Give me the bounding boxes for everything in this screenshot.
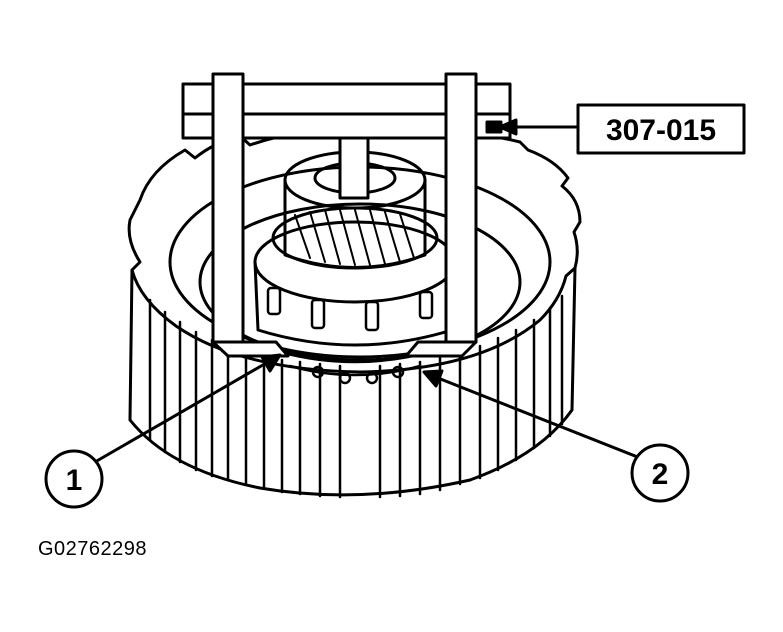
tool-left-leg [211,72,245,344]
tool-left-foot [211,340,290,358]
tool-center-shaft [338,136,370,200]
callout-1-number: 1 [66,464,83,497]
special-tool [181,72,512,358]
callout-2-number: 2 [652,458,669,491]
tool-label-box [576,103,746,155]
callout-2-arrowhead [422,369,444,388]
tool-label: 307-015 [606,114,716,147]
callout-2-circle [630,443,690,503]
drum-left-wall [128,268,262,490]
drum-assembly [127,124,582,499]
callout-1-circle [44,449,104,509]
tool-leader-arrowhead [498,118,518,136]
figure-id: G02762298 [38,538,148,560]
callout-2-leader [422,369,642,460]
drum-inner-ring [198,202,522,362]
drum-outer-rim [127,124,582,374]
tool-right-leg [444,72,478,344]
gear-cylinder [283,178,427,269]
drum-splines [148,294,564,499]
drum-bottom-edge [258,478,472,497]
tool-right-foot [404,340,478,358]
callout-1-leader [93,353,282,464]
gear-teeth [294,209,415,266]
drum-right-wall [468,266,577,482]
collar-slots [266,286,434,332]
callout-1-arrowhead [260,353,282,373]
tool-leader [498,118,580,136]
hub-collar [253,260,457,347]
